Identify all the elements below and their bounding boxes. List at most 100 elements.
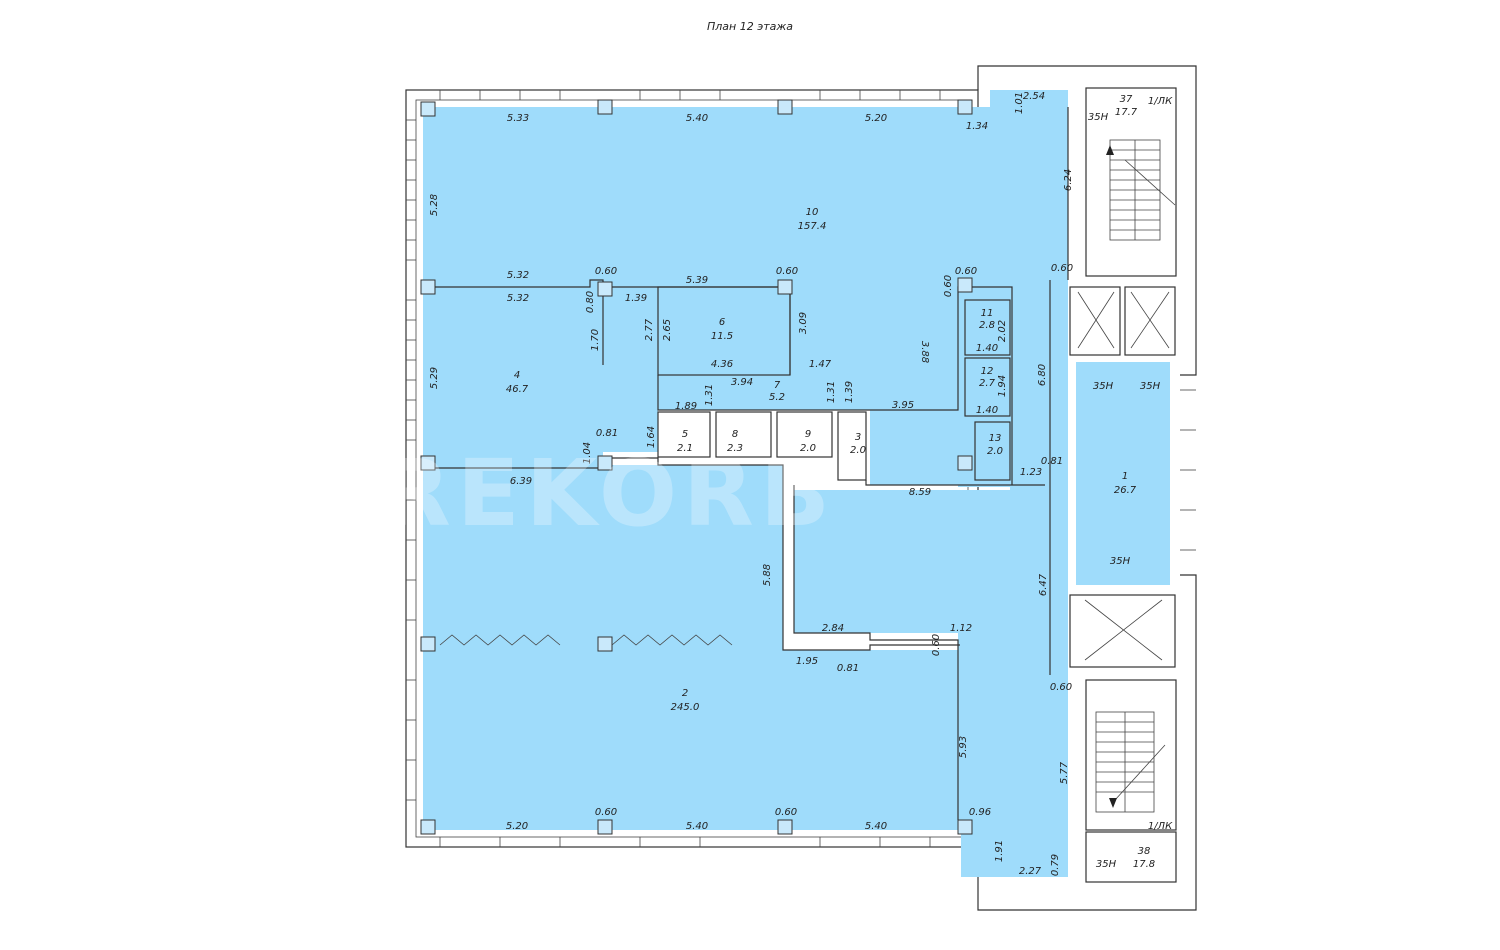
dimension: 1.23 <box>1020 467 1042 478</box>
stair-arrow-up-icon <box>1106 145 1114 155</box>
room-area: 2.0 <box>800 443 816 454</box>
staircase-north <box>1085 87 1177 277</box>
room-number: 5 <box>682 429 688 440</box>
door-class-label: 35Н <box>1140 381 1161 392</box>
door-class-label: 35Н <box>1088 112 1109 123</box>
dimension: 0.60 <box>1050 682 1072 693</box>
dimension: 5.32 <box>507 293 529 304</box>
dimension: 8.59 <box>909 487 931 498</box>
room-number: 13 <box>989 433 1002 444</box>
outer-wall-ne <box>977 65 1197 376</box>
room-area: 2.0 <box>850 445 866 456</box>
dimension: 1.94 <box>997 375 1008 397</box>
dimension: 4.36 <box>711 359 733 370</box>
room-area: 17.7 <box>1115 107 1138 118</box>
columns <box>420 99 973 835</box>
dimension: 5.28 <box>429 194 440 216</box>
dimension: 1.31 <box>704 384 715 406</box>
room-number: 8 <box>732 429 738 440</box>
room-11-walls <box>964 299 1011 356</box>
room-area: 5.2 <box>769 392 785 403</box>
dimension: 3.88 <box>919 341 930 363</box>
dimension: 0.60 <box>955 266 977 277</box>
dimension: 1.40 <box>976 405 998 416</box>
dimension: 1.64 <box>646 426 657 448</box>
room-area: 2.1 <box>677 443 693 454</box>
room-number: 3 <box>855 432 861 443</box>
dimension: 0.60 <box>595 266 617 277</box>
room-area: 26.7 <box>1114 485 1137 496</box>
corridor-fill-b <box>658 375 968 410</box>
corridor-fill-d <box>790 287 965 375</box>
dimension: 0.96 <box>969 807 991 818</box>
dimension: 1.91 <box>994 840 1005 862</box>
watermark: REKORB <box>380 440 836 547</box>
room-area: 157.4 <box>798 221 827 232</box>
room-area: 17.8 <box>1133 859 1155 870</box>
room-labels: 10 157.4 4 46.7 6 11.5 7 5.2 5 2.1 8 2.3… <box>506 94 1155 870</box>
dimension: 5.88 <box>762 564 773 586</box>
room-2-fill-c <box>961 650 1068 877</box>
dimension: 0.79 <box>1050 854 1061 876</box>
dimension: 5.29 <box>429 367 440 389</box>
dimension: 0.81 <box>837 663 859 674</box>
room-12-walls <box>964 357 1011 417</box>
dimension: 1.12 <box>950 623 972 634</box>
door-class-label: 35Н <box>1110 556 1131 567</box>
dimension: 5.40 <box>686 113 708 124</box>
dimension: 0.81 <box>596 428 618 439</box>
dimension: 0.80 <box>585 291 596 313</box>
dimension: 1.34 <box>966 121 988 132</box>
dimension: 0.60 <box>1051 263 1073 274</box>
dimension: 1.04 <box>582 442 593 464</box>
room-number: 10 <box>806 207 819 218</box>
dimension: 2.54 <box>1023 91 1045 102</box>
dimension: 5.33 <box>507 113 529 124</box>
room-number: 11 <box>981 308 994 319</box>
room-top-nook <box>990 90 1068 110</box>
dimension: 5.40 <box>686 821 708 832</box>
room-area: 2.3 <box>727 443 743 454</box>
dimension: 2.65 <box>662 319 673 341</box>
room-number: 37 <box>1120 94 1133 105</box>
room-number: 12 <box>981 366 994 377</box>
dimension: 1.01 <box>1014 92 1025 114</box>
outer-wall-se <box>977 574 1197 911</box>
door-class-label: 1/ЛК <box>1148 821 1173 832</box>
room-number: 38 <box>1138 846 1151 857</box>
zigzag-partitions <box>439 634 733 646</box>
plan-title: План 12 этажа <box>707 20 793 33</box>
room-number: 4 <box>514 370 520 381</box>
room-area: 46.7 <box>506 384 529 395</box>
dimension: 5.93 <box>958 736 969 758</box>
dimension: 3.94 <box>731 377 753 388</box>
door-labels: 35Н 1/ЛК 35Н 35Н 35Н 1/ЛК 35Н <box>1088 96 1173 870</box>
dimension: 5.20 <box>506 821 528 832</box>
room-2-fill-b <box>783 650 958 830</box>
room-5-walls <box>657 411 711 458</box>
dimension: 5.20 <box>865 113 887 124</box>
elevator-shafts <box>1069 286 1176 668</box>
dimension: 6.24 <box>1063 169 1074 191</box>
room-number: 6 <box>719 317 725 328</box>
dimension: 0.60 <box>595 807 617 818</box>
door-class-label: 1/ЛК <box>1148 96 1173 107</box>
dimension: 6.39 <box>510 476 532 487</box>
corridor-fill-a <box>603 287 658 452</box>
room-area: 2.8 <box>979 320 995 331</box>
dimension: 2.02 <box>997 320 1008 342</box>
room-number: 2 <box>682 688 688 699</box>
dimension: 1.40 <box>976 343 998 354</box>
dimension: 0.60 <box>931 634 942 656</box>
dimension-labels: 5.33 5.40 5.20 1.34 2.54 5.32 5.32 0.60 … <box>506 91 1073 877</box>
window-marks <box>406 90 1196 847</box>
dimension: 1.39 <box>625 293 647 304</box>
room-area: 2.7 <box>979 378 996 389</box>
stair-arrow-down-icon <box>1109 798 1117 808</box>
room-10-main <box>423 107 1068 287</box>
dimension: 1.39 <box>844 381 855 403</box>
dimension: 1.89 <box>675 401 697 412</box>
dimension: 2.27 <box>1019 866 1042 877</box>
room-area: 245.0 <box>671 702 700 713</box>
dimension: 0.60 <box>943 275 954 297</box>
